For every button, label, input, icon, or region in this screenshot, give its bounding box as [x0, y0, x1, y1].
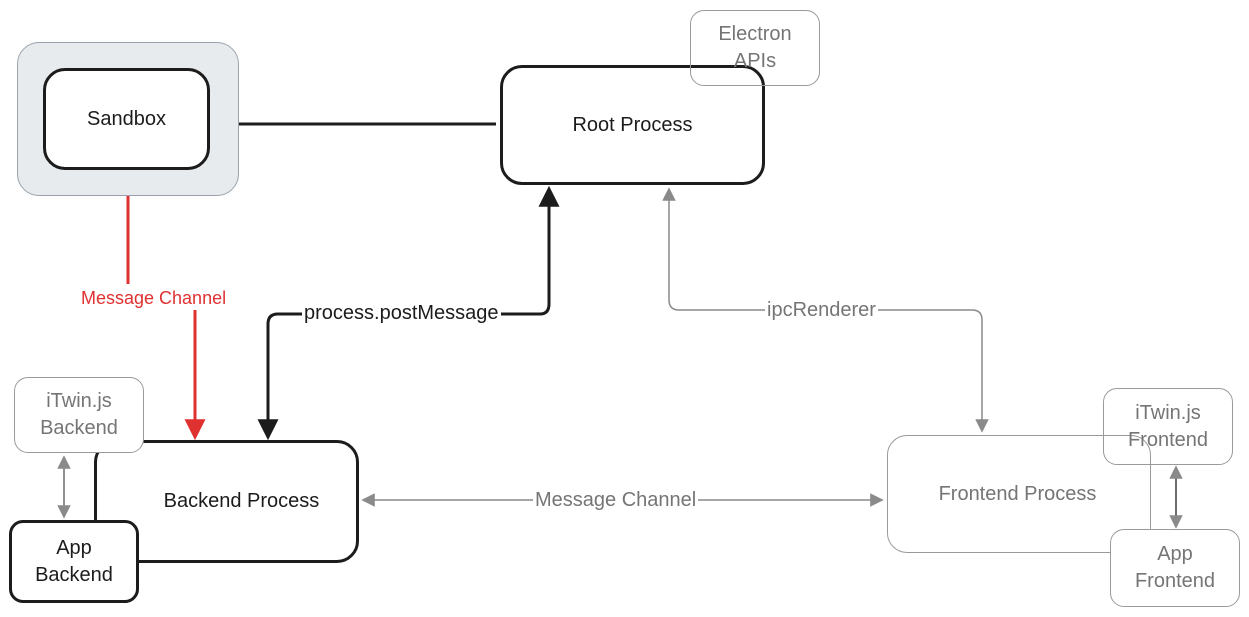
edge-label-message-channel-sandbox: Message Channel — [79, 287, 229, 309]
edge-label-process-post-message: process.postMessage — [302, 302, 501, 324]
electron-apis-node[interactable]: Electron APIs — [690, 10, 820, 86]
itwin-backend-node[interactable]: iTwin.js Backend — [14, 377, 144, 453]
edge-label-message-channel-frontend: Message Channel — [533, 489, 699, 511]
frontend-process-node[interactable]: Frontend Process — [887, 435, 1151, 553]
app-frontend-node[interactable]: App Frontend — [1110, 529, 1240, 607]
sandbox-node[interactable]: Sandbox — [43, 68, 210, 170]
itwin-frontend-node[interactable]: iTwin.js Frontend — [1103, 388, 1233, 465]
app-backend-node[interactable]: App Backend — [9, 520, 139, 603]
edge-label-ipc-renderer: ipcRenderer — [765, 299, 878, 321]
backend-process-node[interactable]: Backend Process — [94, 440, 359, 563]
